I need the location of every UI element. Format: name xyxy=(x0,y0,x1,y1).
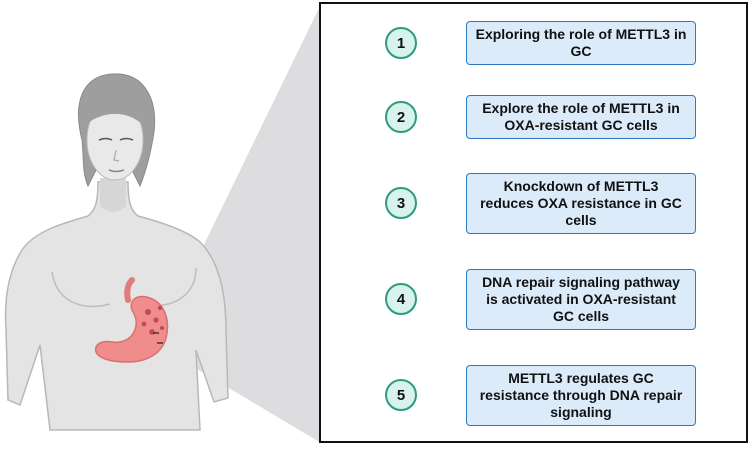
step-box-3: Knockdown of METTL3 reduces OXA resistan… xyxy=(466,173,696,234)
zoom-marker xyxy=(152,332,164,344)
chest-contour-left xyxy=(51,271,111,308)
esophagus xyxy=(124,277,135,303)
step-number-5: 5 xyxy=(385,379,417,411)
eye-left xyxy=(98,137,113,141)
mouth xyxy=(108,169,125,173)
neck xyxy=(100,178,126,212)
step-box-5: METTL3 regulates GC resistance through D… xyxy=(466,365,696,426)
tumor-spots xyxy=(141,305,164,335)
step-box-1: Exploring the role of METTL3 in GC xyxy=(466,21,696,65)
step-box-4: DNA repair signaling pathway is activate… xyxy=(466,269,696,330)
eye-right xyxy=(119,137,134,141)
step-box-2: Explore the role of METTL3 in OXA-resist… xyxy=(466,95,696,139)
step-number-2: 2 xyxy=(385,101,417,133)
nose xyxy=(113,149,120,162)
step-number-4: 4 xyxy=(385,283,417,315)
step-number-3: 3 xyxy=(385,187,417,219)
body-torso xyxy=(4,181,229,431)
hair-fringe xyxy=(86,97,147,128)
step-number-1: 1 xyxy=(385,27,417,59)
